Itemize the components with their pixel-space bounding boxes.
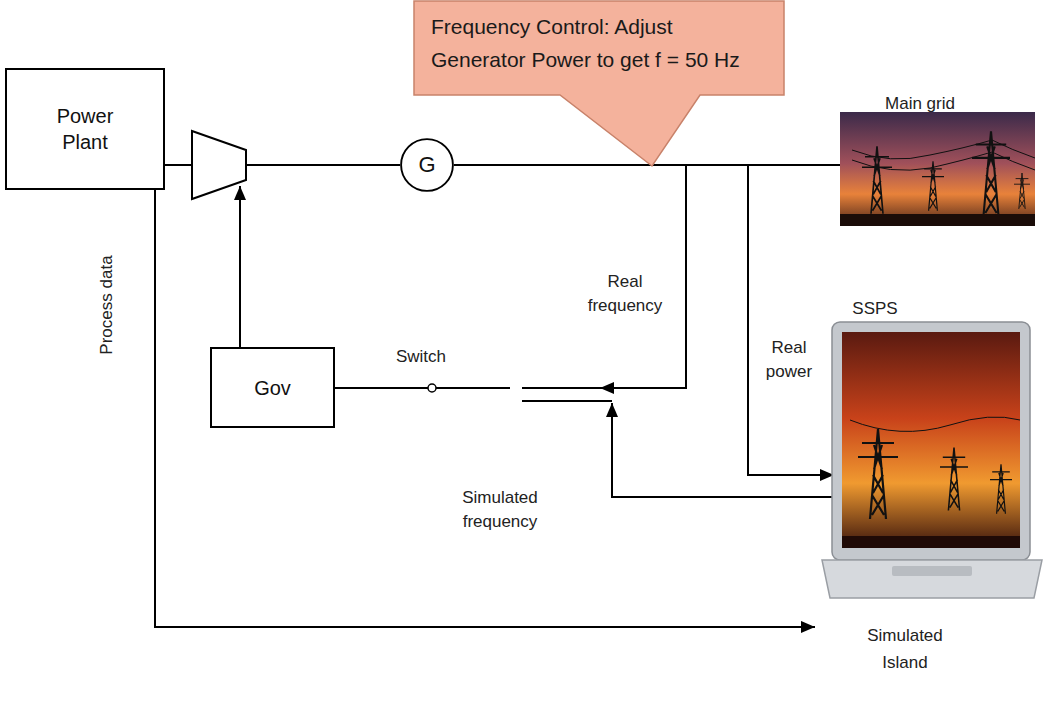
screen-sky	[842, 332, 1020, 548]
signal-label: Switch	[385, 345, 457, 369]
node-text: Power Plant	[45, 103, 125, 155]
callout-box: Frequency Control: Adjust Generator Powe…	[413, 0, 785, 168]
connector	[155, 190, 815, 627]
signal-label: Real power	[756, 336, 822, 384]
controller-box: Gov	[210, 347, 335, 428]
callout-outline	[414, 1, 784, 166]
picture-label: Simulated Island	[850, 622, 960, 676]
generator-circle: G	[400, 138, 454, 192]
signal-label: Real frequency	[575, 270, 675, 318]
node-text: G	[418, 151, 435, 180]
picture-label: SSPS	[835, 295, 915, 322]
pylon	[862, 146, 892, 214]
ground	[840, 214, 1035, 226]
signal-wire	[612, 403, 834, 497]
laptop-keyboard	[892, 566, 972, 576]
pylon	[858, 429, 898, 519]
signal-wire	[748, 165, 834, 475]
wire	[850, 417, 1020, 431]
laptop-picture: SSPS Simulated Island	[815, 292, 1045, 677]
signal-label: Simulated frequency	[450, 486, 550, 534]
switch-blade	[436, 387, 510, 389]
laptop-base	[822, 560, 1042, 598]
switch-contact	[522, 400, 612, 402]
laptop-screen	[842, 332, 1020, 548]
control-wire	[239, 186, 241, 347]
grid-picture: Main grid	[840, 90, 1036, 226]
vertical-label: Process data	[95, 245, 119, 365]
process-box: Power Plant	[5, 68, 165, 190]
ground	[842, 536, 1020, 548]
circle-outline	[401, 139, 453, 191]
sky	[840, 112, 1035, 226]
laptop-lid	[832, 322, 1030, 560]
connector	[454, 164, 840, 166]
turbine-symbol	[192, 131, 246, 199]
picture-label: Main grid	[860, 90, 980, 117]
pylon	[972, 131, 1010, 217]
power-line	[454, 164, 840, 166]
switch-contact	[522, 387, 600, 389]
callout-text: Frequency Control: Adjust Generator Powe…	[431, 10, 761, 76]
switch-pivot	[428, 384, 436, 392]
control-wire	[335, 387, 428, 389]
callout-text-area: Frequency Control: Adjust Generator Powe…	[431, 10, 761, 76]
node-text: Gov	[254, 375, 291, 401]
grid-photo	[840, 112, 1035, 226]
pylon	[922, 161, 944, 211]
pylon	[990, 464, 1012, 514]
pylon	[1014, 173, 1030, 209]
pylon	[940, 448, 968, 511]
